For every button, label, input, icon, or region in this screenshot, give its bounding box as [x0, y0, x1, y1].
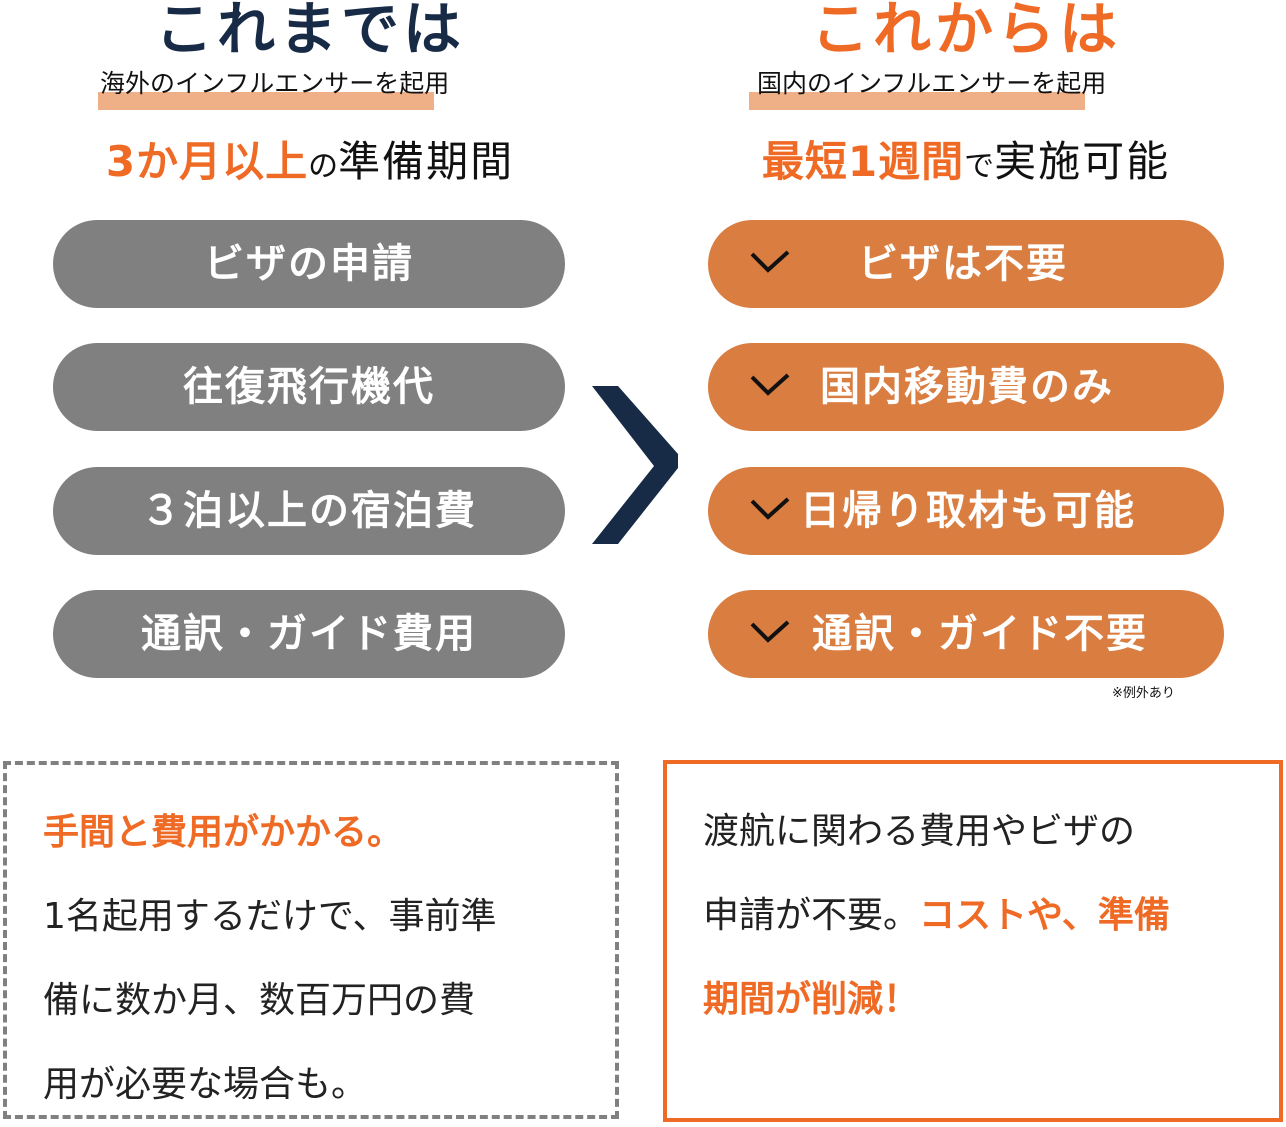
before-item-guide: 通訳・ガイド費用 [53, 590, 565, 678]
before-title: これまでは [154, 0, 465, 63]
after-subtitle: 国内のインフルエンサーを起用 [749, 64, 1106, 110]
before-summary-heading: 手間と費用がかかる。 [43, 812, 404, 853]
check-icon [750, 250, 790, 273]
before-item-visa: ビザの申請 [53, 220, 565, 308]
highlight-bar [98, 92, 434, 110]
check-icon [750, 497, 790, 520]
before-summary-box: 手間と費用がかかる。 1名起用するだけで、事前準 備に数か月、数百万円の費 用が… [3, 761, 619, 1119]
before-lead: 3か月以上の準備期間 [105, 137, 515, 186]
before-item-flight: 往復飛行機代 [53, 343, 565, 431]
after-lead: 最短1週間で実施可能 [761, 137, 1171, 186]
before-item-hotel: ３泊以上の宿泊費 [53, 467, 565, 555]
before-subtitle: 海外のインフルエンサーを起用 [98, 64, 449, 110]
after-title: これからは [810, 0, 1121, 63]
after-item-guide: 通訳・ガイド不要 [708, 590, 1224, 678]
after-item-transport: 国内移動費のみ [708, 343, 1224, 431]
after-summary-box: 渡航に関わる費用やビザの 申請が不要。コストや、準備 期間が削減！ [663, 760, 1283, 1122]
after-summary-text: 渡航に関わる費用やビザの 申請が不要。コストや、準備 期間が削減！ [703, 811, 1170, 1020]
after-item-visa: ビザは不要 [708, 220, 1224, 308]
chevron-right-icon [592, 386, 678, 544]
exception-note: ※例外あり [1112, 686, 1175, 701]
highlight-bar [749, 92, 1085, 110]
after-item-daytrip: 日帰り取材も可能 [708, 467, 1224, 555]
check-icon [750, 620, 790, 643]
before-summary-text: 手間と費用がかかる。 1名起用するだけで、事前準 備に数か月、数百万円の費 用が… [43, 791, 496, 1127]
check-icon [750, 373, 790, 396]
